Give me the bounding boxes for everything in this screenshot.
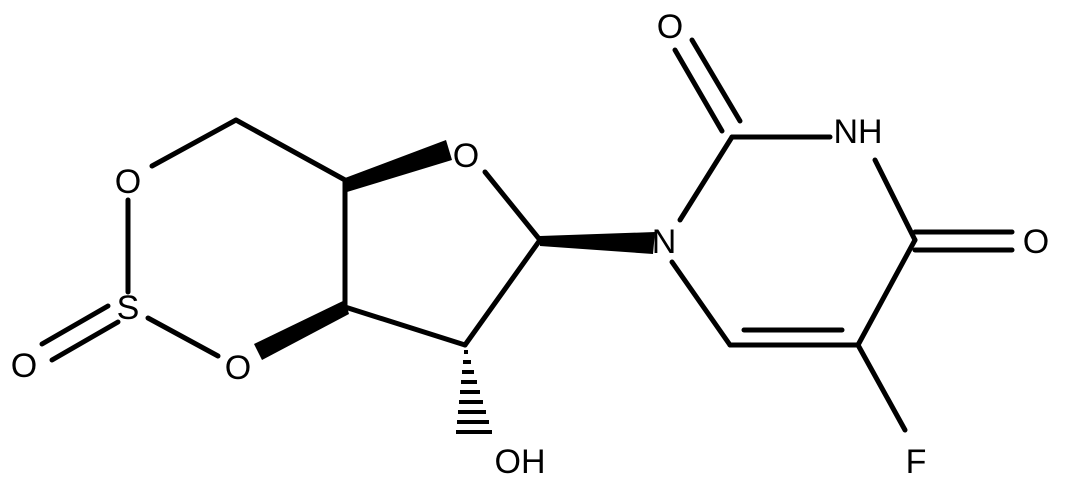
atom-o-carbonyl-top: O	[657, 8, 683, 46]
bond-c1-oring	[482, 169, 543, 243]
atom-oh: OH	[495, 443, 546, 481]
bond-c2p-o-1	[672, 47, 725, 134]
bond-ch2-c5	[233, 117, 348, 183]
atom-o-sulfite-lower: O	[225, 349, 251, 387]
atom-f: F	[906, 443, 927, 481]
atom-labels: O NH O O O S O O N OH F	[11, 8, 1049, 481]
bond-c5p-f	[855, 342, 908, 433]
bond-c3-c2	[342, 304, 468, 348]
bond-c4p-c5p	[855, 237, 918, 348]
bond-c6p-n1	[669, 259, 733, 348]
bond-n3-c4p	[872, 157, 918, 243]
bond-n1-c2p	[677, 134, 735, 223]
atom-s: S	[117, 289, 140, 327]
bond-s-o-double-1	[39, 303, 111, 347]
bonds	[39, 37, 1015, 433]
atom-n1: N	[652, 223, 677, 261]
atom-o-sulfite-upper: O	[115, 163, 141, 201]
atom-o-furanose: O	[453, 137, 479, 175]
bond-s-o-lower	[145, 315, 221, 359]
atom-n3h: NH	[833, 113, 882, 151]
bond-c2p-o-2	[689, 37, 743, 124]
bond-ch2-o	[149, 117, 239, 169]
stereo-bonds	[254, 140, 655, 360]
wedge-c1-n1	[540, 232, 655, 254]
bond-s-o-double-2	[49, 319, 121, 363]
wedge-c4-oring	[345, 140, 452, 192]
wedge-c3-osulfite	[254, 300, 349, 360]
hash-wedge-c2-oh	[456, 350, 492, 434]
atom-o-carbonyl-right: O	[1023, 223, 1049, 261]
atom-o-sulfinyl: O	[11, 347, 37, 385]
bond-c2-c1	[462, 237, 543, 348]
